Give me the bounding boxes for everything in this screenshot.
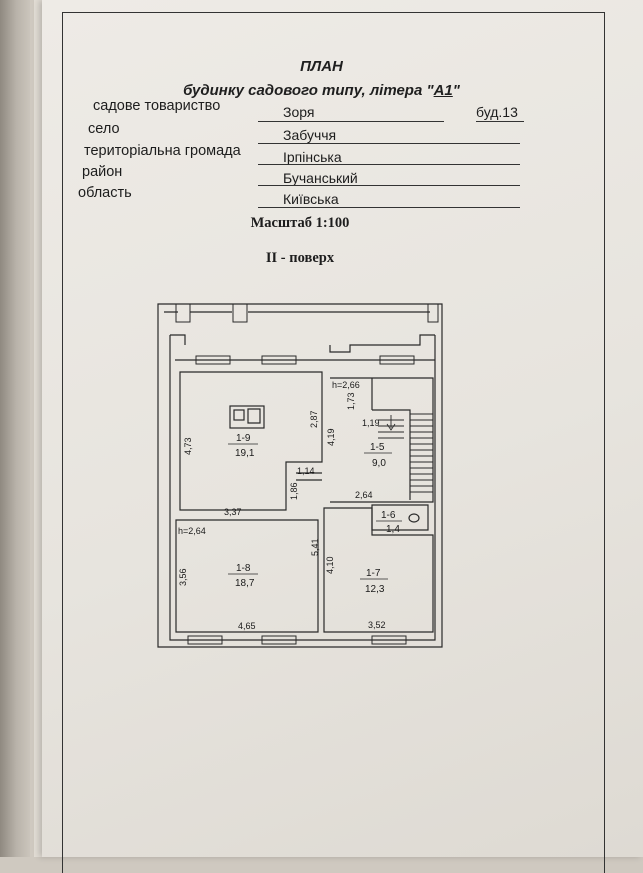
room-1-5-walls — [330, 377, 434, 503]
community-underline — [258, 164, 520, 165]
dim-4-19: 4,19 — [326, 428, 336, 446]
stove-icon — [229, 405, 265, 429]
district-underline — [258, 185, 520, 186]
dim-1-86: 1,86 — [289, 482, 299, 500]
document-subtitle: будинку садового типу, літера "А1" — [0, 82, 643, 99]
windows — [175, 303, 439, 645]
dim-3-37: 3,37 — [224, 507, 242, 517]
room-1-6-area: 1,4 — [386, 524, 400, 535]
floor-title: II - поверх — [265, 250, 335, 266]
society-label: садове товариство — [93, 98, 221, 114]
district-value: Бучанський — [283, 170, 358, 186]
stove-burner — [233, 409, 245, 421]
region-underline — [258, 207, 520, 208]
building-underline — [476, 121, 524, 122]
stove-oven — [247, 408, 261, 424]
doorway-marks — [296, 472, 322, 481]
subtitle-suffix: " — [452, 82, 460, 99]
community-value: Ірпінська — [283, 149, 342, 165]
building-number: буд.13 — [476, 104, 518, 120]
region-value: Київська — [283, 191, 339, 207]
village-label: село — [88, 121, 120, 137]
room-1-9-id: 1-9 — [236, 433, 251, 444]
room-1-7-area: 12,3 — [365, 584, 385, 595]
scale-label: Масштаб 1:100 — [250, 215, 350, 231]
dim-1-19: 1,19 — [362, 418, 380, 428]
room-1-8-walls — [175, 519, 319, 633]
toilet-icon — [408, 513, 420, 523]
dim-height-bottom: h=2,64 — [178, 526, 206, 536]
community-label: територіальна громада — [84, 143, 241, 159]
document-title: ПЛАН — [300, 58, 343, 75]
page-frame-border — [62, 12, 605, 873]
stair-arrow-icon — [386, 415, 396, 431]
dim-4-10: 4,10 — [325, 556, 335, 574]
room-1-9-walls — [179, 371, 323, 511]
dim-height-top: h=2,66 — [332, 380, 360, 390]
village-value: Забуччя — [283, 127, 337, 143]
roof-step-lines — [170, 334, 435, 353]
dim-1-14: 1,14 — [297, 466, 315, 476]
dim-4-73: 4,73 — [183, 437, 193, 455]
inner-outline — [169, 335, 436, 641]
society-underline — [258, 121, 444, 122]
village-underline — [258, 143, 520, 144]
stair-frame — [371, 378, 411, 500]
room-1-7-id: 1-7 — [366, 568, 381, 579]
society-value: Зоря — [283, 104, 315, 120]
dim-4-65: 4,65 — [238, 621, 256, 631]
document-page — [42, 0, 643, 857]
room-1-9-area: 19,1 — [235, 448, 255, 459]
region-label: область — [78, 185, 132, 201]
room-1-5-id: 1-5 — [370, 442, 385, 453]
dim-3-52: 3,52 — [368, 620, 386, 630]
staircase — [378, 413, 433, 493]
dim-3-56: 3,56 — [178, 568, 188, 586]
room-1-7-walls — [323, 507, 434, 633]
room-1-8-area: 18,7 — [235, 578, 255, 589]
litera-value: А1 — [433, 82, 453, 99]
book-spine-shadow — [0, 0, 30, 857]
dim-2-64: 2,64 — [355, 490, 373, 500]
dim-5-41: 5,41 — [310, 538, 320, 556]
dim-2-87: 2,87 — [309, 410, 319, 428]
dim-1-73: 1,73 — [346, 392, 356, 410]
room-1-6-id: 1-6 — [381, 510, 396, 521]
subtitle-prefix: будинку садового типу, літера " — [183, 82, 434, 99]
district-label: район — [82, 164, 123, 180]
room-1-8-id: 1-8 — [236, 563, 251, 574]
outer-wall — [157, 303, 443, 648]
room-1-5-area: 9,0 — [372, 458, 386, 469]
